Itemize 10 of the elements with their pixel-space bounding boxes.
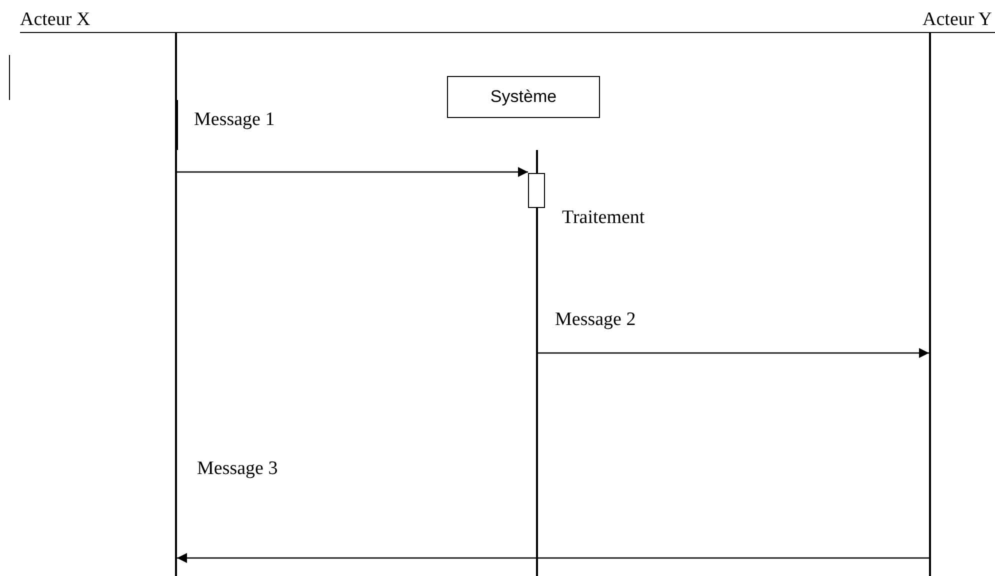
lifeline bbox=[536, 150, 538, 576]
activation-box bbox=[528, 173, 545, 208]
actor-label: Acteur X bbox=[20, 8, 130, 32]
lifeline bbox=[175, 33, 177, 576]
object-box: Système bbox=[447, 76, 600, 118]
lifeline bbox=[929, 33, 931, 576]
message-arrow bbox=[177, 167, 528, 177]
actor-label: Acteur Y bbox=[880, 8, 992, 32]
message-arrow bbox=[177, 553, 929, 563]
message-arrow bbox=[538, 348, 929, 358]
